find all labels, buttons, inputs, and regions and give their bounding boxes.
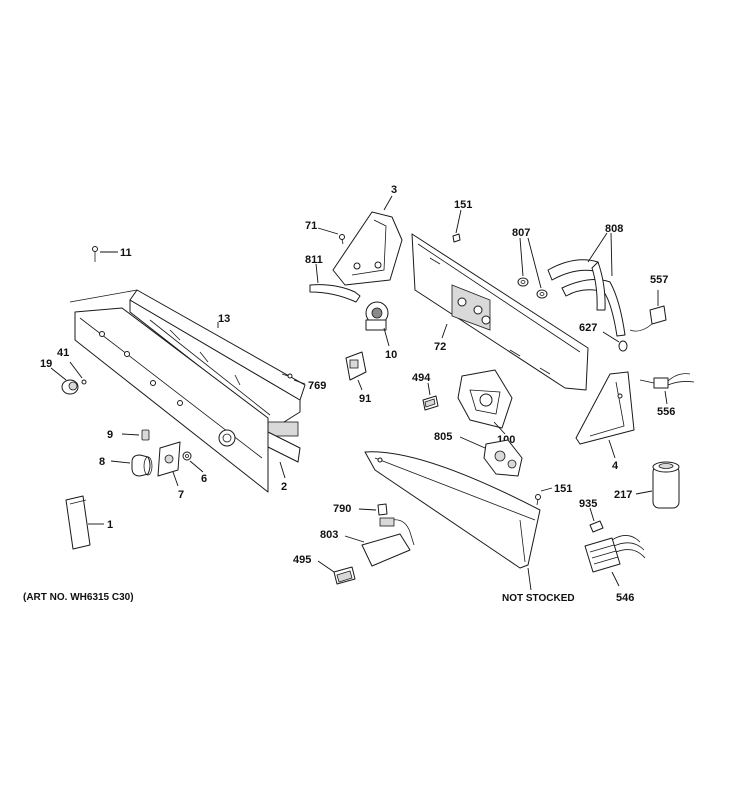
callout-494: 494 — [412, 372, 431, 384]
callout-19: 19 — [40, 358, 52, 370]
part-11-screw — [92, 246, 98, 262]
part-556-terminal-block — [639, 373, 695, 389]
callout-2: 2 — [281, 481, 287, 493]
part-71-screw — [339, 234, 345, 245]
part-769-screw — [281, 373, 293, 379]
part-803-harness — [361, 517, 415, 567]
callout-627: 627 — [579, 322, 597, 334]
part-935-clip — [589, 520, 604, 533]
part-9-spring — [141, 429, 150, 441]
part-2-control-panel — [74, 307, 269, 493]
callout-8: 8 — [99, 456, 105, 468]
part-19-knob — [61, 379, 79, 395]
part-151-clip-top — [452, 233, 461, 243]
callout-7: 7 — [178, 489, 184, 501]
part-91-switch — [345, 351, 367, 381]
part-805-valve — [483, 439, 523, 477]
callout-10: 10 — [385, 349, 397, 361]
callout-811: 811 — [305, 254, 323, 266]
part-7-dial — [157, 441, 181, 477]
part-495-connector — [333, 566, 356, 585]
part-557-power-cord — [629, 305, 667, 332]
callout-91: 91 — [359, 393, 371, 405]
callout-13: 13 — [218, 313, 230, 325]
part-10-pressure-switch — [365, 301, 389, 331]
part-8-knob — [131, 454, 153, 477]
callout-557: 557 — [650, 274, 668, 286]
callout-72: 72 — [434, 341, 446, 353]
callout-11: 11 — [120, 247, 132, 259]
part-1-manual — [65, 495, 91, 550]
art-number-caption: (ART NO. WH6315 C30) — [23, 592, 134, 603]
part-41-clip — [81, 379, 87, 385]
part-808-fill-hoses — [547, 259, 626, 337]
part-100-drive-assembly — [457, 369, 513, 429]
callout-71: 71 — [305, 220, 317, 232]
callout-790: 790 — [333, 503, 351, 515]
part-151-screw-lower — [535, 494, 541, 506]
part-217-capacitor — [652, 461, 680, 509]
part-3-endcap — [332, 211, 403, 286]
callout-546: 546 — [616, 592, 634, 604]
callout-6: 6 — [201, 473, 207, 485]
callout-808: 808 — [605, 223, 623, 235]
callout-495: 495 — [293, 554, 311, 566]
part-790-clip — [377, 503, 388, 516]
callout-41: 41 — [57, 347, 69, 359]
callout-4: 4 — [612, 460, 619, 472]
callout-935: 935 — [579, 498, 597, 510]
callout-807: 807 — [512, 227, 530, 239]
part-4-endcap-right — [575, 371, 635, 445]
part-627-grommet — [618, 340, 628, 352]
callout-769: 769 — [308, 380, 326, 392]
part-494-connector — [422, 395, 439, 411]
callout-217: 217 — [614, 489, 632, 501]
callout-1: 1 — [107, 519, 113, 531]
callout-9: 9 — [107, 429, 113, 441]
part-546-wire-harness — [584, 535, 646, 573]
callout-151-lower: 151 — [554, 483, 572, 495]
part-base-tray-not-stocked — [364, 451, 541, 569]
callout-556: 556 — [657, 406, 675, 418]
callout-3: 3 — [391, 184, 397, 196]
callout-805: 805 — [434, 431, 452, 443]
not-stocked-caption: NOT STOCKED — [502, 593, 575, 604]
callout-803: 803 — [320, 529, 338, 541]
part-72-rear-cover — [411, 233, 589, 391]
part-6-ring — [182, 451, 192, 461]
callout-151-top: 151 — [454, 199, 472, 211]
part-811-hose — [309, 284, 361, 303]
part-807-washers — [517, 277, 548, 299]
